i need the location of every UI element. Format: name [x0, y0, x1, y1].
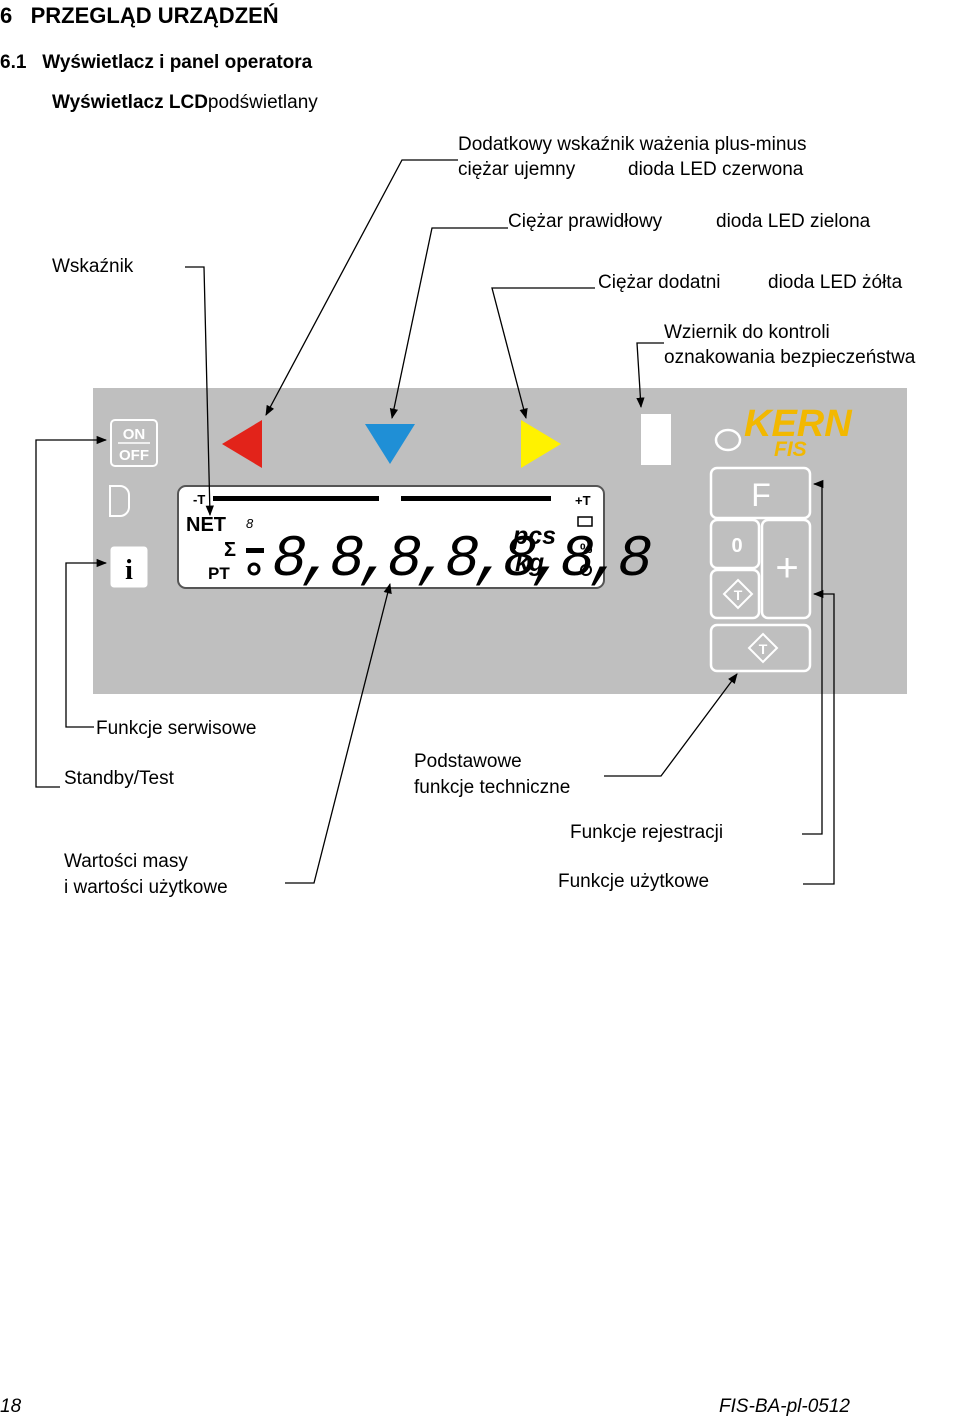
label-positive-weight: Ciężar dodatni [598, 272, 721, 293]
tare-key-label-large: T [759, 641, 768, 657]
callout-info [65, 558, 108, 728]
lcd-net: NET [186, 514, 226, 536]
info-key-label: i [125, 555, 133, 586]
label-registration-functions: Funkcje rejestracji [570, 822, 724, 843]
lcd-minus-t: -T [193, 492, 205, 507]
plus-button[interactable]: + [760, 518, 812, 620]
label-basic-line1: Podstawowe [414, 751, 522, 772]
lcd-percent: % [580, 540, 593, 556]
callout-tare [604, 673, 738, 777]
brand-text: KERN [744, 403, 853, 445]
label-standby: Standby/Test [64, 768, 174, 789]
callout-lcd [285, 582, 392, 884]
callout-on-off [35, 435, 108, 788]
lcd-plus-t: +T [575, 493, 591, 508]
label-led-red: dioda LED czerwona [628, 159, 804, 180]
subsection-title: Wyświetlacz i panel operatora [42, 52, 313, 73]
label-user-functions: Funkcje użytkowe [558, 871, 710, 892]
lcd-kg: kg [515, 549, 544, 577]
label-led-green: dioda LED zielona [716, 211, 871, 232]
standby-led-icon [109, 485, 130, 517]
label-mass-line2: i wartości użytkowe [64, 877, 228, 898]
f-button[interactable]: F [709, 466, 812, 520]
tare-key-label-small: T [734, 587, 743, 603]
tare-button-small[interactable]: T [709, 568, 761, 620]
callout-blue [389, 227, 508, 420]
off-label: OFF [119, 447, 149, 464]
callout-red [265, 159, 458, 416]
label-mass-line1: Wartości masy [64, 851, 188, 872]
section-number: 6 [0, 3, 13, 28]
subsection-number: 6.1 [0, 52, 27, 73]
label-basic-line2: funkcje techniczne [414, 777, 571, 798]
label-negative-weight: ciężar ujemny [458, 159, 576, 180]
display-title: Wyświetlacz LCDpodświetlany [52, 92, 318, 114]
callout-f [802, 479, 824, 835]
lcd-pt: PT [208, 564, 230, 583]
lcd-sigma: Σ [224, 539, 236, 561]
plus-key-label: + [775, 546, 798, 590]
lcd-small-digit: 8 [246, 516, 254, 531]
lcd-pcs: pcs [512, 522, 556, 550]
label-indicator: Wskaźnik [52, 256, 134, 277]
label-service-functions: Funkcje serwisowe [96, 718, 257, 739]
callout-indicator [185, 266, 214, 517]
lcd-digits: 8,8,8,8,8,8,8 [272, 528, 651, 593]
f-key-label: F [751, 477, 771, 513]
label-window-line2: oznakowania bezpieczeństwa [664, 347, 916, 368]
label-plus-minus: Dodatkowy wskaźnik ważenia plus-minus [458, 134, 807, 155]
led-blue-icon [365, 424, 415, 464]
display-title-normal: podświetlany [207, 92, 318, 113]
on-off-button[interactable]: ON OFF [110, 419, 158, 467]
model-text: FIS [774, 438, 807, 461]
callout-window [636, 342, 664, 409]
document-code: FIS-BA-pl-0512 [719, 1396, 850, 1417]
section-heading: 6 PRZEGLĄD URZĄDZEŃ [0, 3, 279, 28]
lcd-printer-icon [580, 564, 592, 576]
subsection-heading: 6.1 Wyświetlacz i panel operatora [0, 52, 312, 74]
lcd-stability-icon [247, 562, 261, 576]
callout-yellow [491, 287, 595, 420]
zero-key-label: 0 [731, 535, 742, 557]
tare-button-large[interactable]: T [709, 623, 812, 673]
page-number: 18 [0, 1396, 22, 1417]
label-led-yellow: dioda LED żółta [768, 272, 903, 293]
zero-button[interactable]: 0 [709, 518, 761, 570]
info-button[interactable]: i [110, 546, 148, 588]
label-correct-weight: Ciężar prawidłowy [508, 211, 663, 232]
inspection-window [641, 414, 671, 465]
callout-lines [35, 159, 835, 885]
on-label: ON [123, 426, 146, 443]
section-title: PRZEGLĄD URZĄDZEŃ [30, 3, 279, 28]
display-title-bold: Wyświetlacz LCD [52, 92, 208, 113]
led-red-icon [222, 420, 262, 468]
label-window-line1: Wziernik do kontroli [664, 322, 830, 343]
kern-logo: KERN FIS [714, 403, 853, 461]
lcd-display: -T +T NET 8 Σ PT 8,8,8,8,8,8,8 pcs kg % [177, 485, 657, 593]
lcd-battery-icon [577, 516, 593, 527]
led-yellow-icon [521, 420, 561, 468]
callout-plus [803, 589, 835, 885]
